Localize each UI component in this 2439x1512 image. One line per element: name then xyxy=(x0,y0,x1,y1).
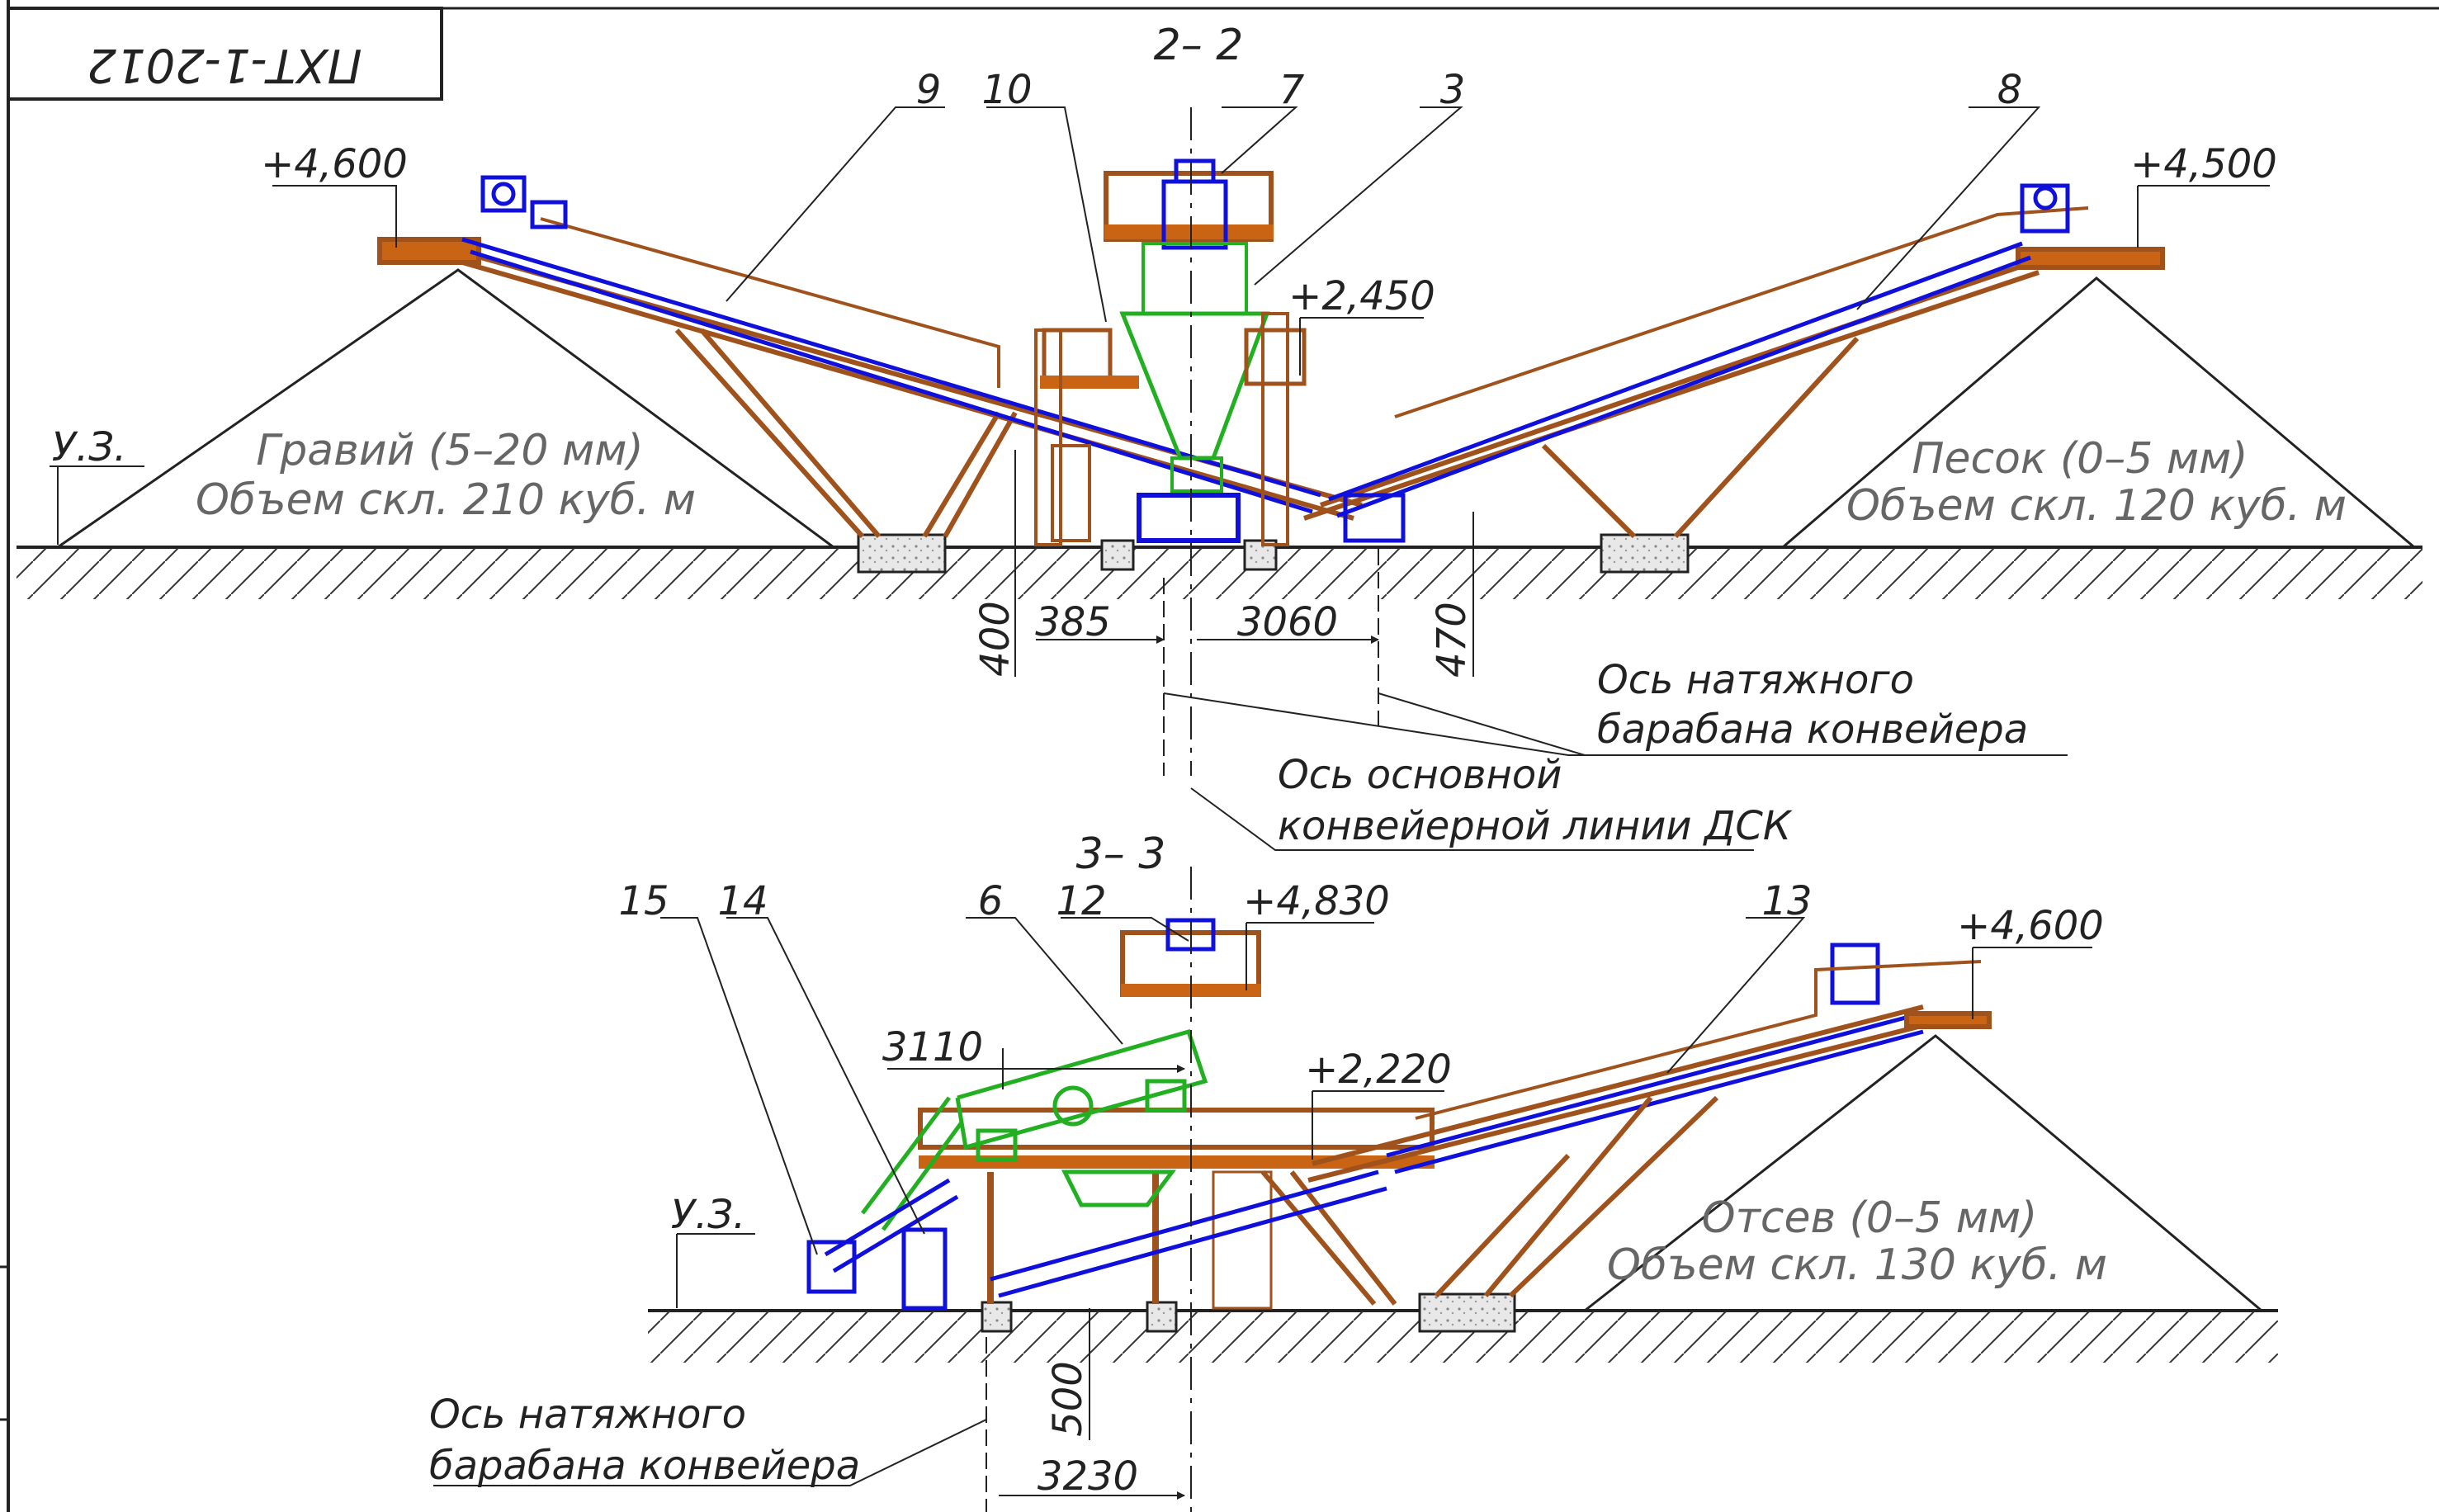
ground-mark-lower: У.З. xyxy=(671,1192,746,1238)
callout-14: 14 xyxy=(717,878,768,924)
callout-6: 6 xyxy=(978,878,1004,924)
dim-3110: 3110 xyxy=(882,1024,983,1070)
footing xyxy=(857,533,947,574)
note-leaders-2-2 xyxy=(1163,692,2068,851)
callout-13: 13 xyxy=(1761,878,1812,924)
conveyor-13-structure xyxy=(1307,960,1992,1298)
elevation-4500: +4,500 xyxy=(2130,141,2277,187)
note-tension-axis-lower-line1: Ось натяжного xyxy=(429,1392,746,1438)
section-2-2: Гравий (5–20 мм) Объем скл. 210 куб. м П… xyxy=(17,21,2422,851)
ground-mark-upper: У.З. xyxy=(52,424,127,470)
section-3-3: Отсев (0–5 мм) Объем скл. 130 куб. м xyxy=(429,829,2278,1512)
footing xyxy=(1600,533,1690,574)
vibrating-screen xyxy=(861,1028,1208,1231)
note-tension-axis-lower-line2: барабана конвейера xyxy=(429,1443,860,1489)
ground-line-upper xyxy=(17,546,2422,599)
gravel-pile-label: Гравий (5–20 мм) xyxy=(256,426,643,475)
footing xyxy=(981,1301,1013,1333)
screen-platform xyxy=(918,918,1435,1310)
callouts-2-2 xyxy=(726,106,2041,323)
dim-3230: 3230 xyxy=(1038,1453,1138,1500)
section-3-3-title: 3– 3 xyxy=(1076,829,1166,879)
drawing-code-stamp: ПХТ-1-2012 xyxy=(87,38,362,92)
note-tension-axis-line1: Ось натяжного xyxy=(1597,657,1914,703)
sand-pile-volume: Объем скл. 120 куб. м xyxy=(1846,481,2347,531)
callout-10: 10 xyxy=(981,67,1032,113)
callouts-3-3 xyxy=(660,917,1806,1255)
footing xyxy=(1243,539,1278,571)
callout-12: 12 xyxy=(1056,878,1106,924)
callout-9: 9 xyxy=(916,67,942,113)
sand-pile-label: Песок (0–5 мм) xyxy=(1912,434,2248,484)
note-main-axis-line1: Ось основной xyxy=(1278,752,1562,798)
right-conveyor-belt xyxy=(1328,183,2070,518)
note-main-axis-line2: конвейерной линии ДСК xyxy=(1278,803,1793,849)
screenings-pile-volume: Объем скл. 130 куб. м xyxy=(1607,1240,2107,1290)
elevation-4600-left: +4,600 xyxy=(261,141,408,187)
dim-400: 400 xyxy=(972,601,1019,677)
dimension-lines-2-2 xyxy=(1014,450,1474,776)
callout-15: 15 xyxy=(618,878,669,924)
dim-470: 470 xyxy=(1429,602,1475,678)
elevation-4600-right: +4,600 xyxy=(1957,903,2104,949)
dim-3060: 3060 xyxy=(1237,599,1338,645)
callout-3: 3 xyxy=(1440,67,1466,113)
sand-pile xyxy=(1779,276,2418,549)
dim-385: 385 xyxy=(1035,599,1111,645)
screenings-pile-label: Отсев (0–5 мм) xyxy=(1702,1193,2038,1243)
footing xyxy=(1418,1292,1516,1333)
footing xyxy=(1146,1301,1178,1333)
gravel-pile-volume: Объем скл. 210 куб. м xyxy=(196,475,696,525)
dimension-lines-3-3 xyxy=(433,1048,1185,1512)
elevation-2450: +2,450 xyxy=(1288,273,1435,319)
screenings-pile xyxy=(1581,1034,2266,1312)
elevation-2220: +2,220 xyxy=(1305,1047,1452,1093)
central-tower xyxy=(1034,158,1406,546)
right-conveyor-structure xyxy=(1303,206,2165,539)
gravel-pile xyxy=(54,268,838,549)
elevation-marks-3-3 xyxy=(676,922,2092,1308)
note-tension-axis-line2: барабана конвейера xyxy=(1597,706,2028,753)
callout-8: 8 xyxy=(1997,67,2023,113)
footing xyxy=(1100,539,1135,571)
callout-7: 7 xyxy=(1279,67,1305,113)
elevation-4830: +4,830 xyxy=(1243,878,1390,924)
conveyors-3-3 xyxy=(806,943,1924,1311)
dim-500: 500 xyxy=(1045,1361,1091,1437)
elevation-marks-2-2 xyxy=(50,185,2270,545)
section-2-2-title: 2– 2 xyxy=(1154,21,1244,70)
